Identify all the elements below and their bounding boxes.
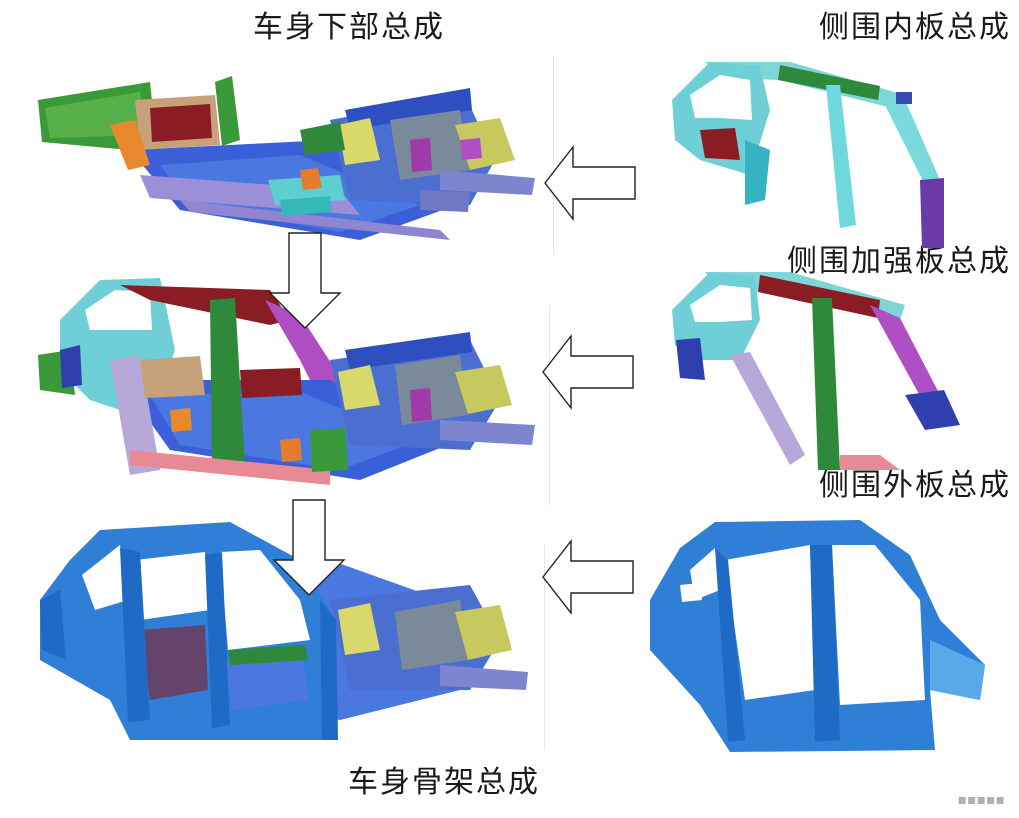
arrow-left-row3 xyxy=(542,538,634,616)
underbody-assembly-illustration xyxy=(38,76,535,240)
body-in-white-assembly-illustration xyxy=(40,522,528,740)
column-divider-top xyxy=(553,55,554,255)
underbody-with-reinforcement-illustration xyxy=(38,278,535,485)
arrow-down-2 xyxy=(272,499,346,596)
arrow-down-1 xyxy=(268,232,342,329)
arrow-left-row1 xyxy=(544,144,636,222)
side-inner-assembly-illustration xyxy=(672,62,944,248)
label-underbody-assembly: 车身下部总成 xyxy=(253,10,445,45)
label-side-reinforcement-assembly: 侧围加强板总成 xyxy=(787,244,1011,279)
column-divider-bottom xyxy=(544,545,545,750)
label-side-outer-assembly: 侧围外板总成 xyxy=(819,468,1011,503)
arrow-left-row2 xyxy=(542,333,634,411)
column-divider-mid xyxy=(549,305,550,505)
watermark: ▪▪▪▪▪ xyxy=(957,792,1005,808)
side-reinforcement-assembly-illustration xyxy=(672,272,960,470)
side-outer-assembly-illustration xyxy=(650,520,985,752)
label-body-in-white-assembly: 车身骨架总成 xyxy=(348,765,540,800)
label-side-inner-assembly: 侧围内板总成 xyxy=(819,10,1011,45)
